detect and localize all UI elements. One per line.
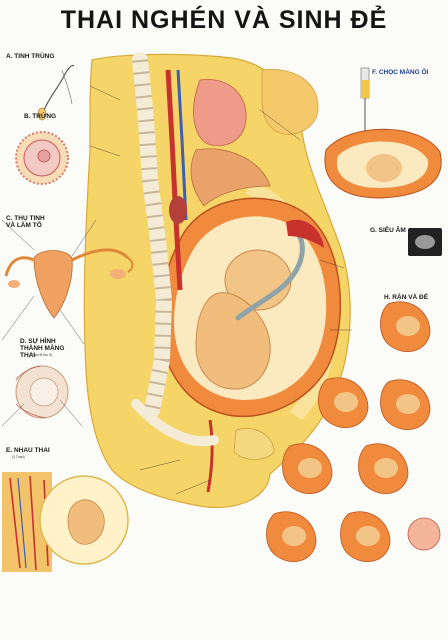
sperm-shape-2 — [61, 69, 73, 105]
section-subcaption-placenta: (3 Tuần) — [12, 455, 25, 459]
bladder-organ — [233, 428, 275, 460]
blue-vein — [17, 477, 27, 569]
birth-stages-illustration — [266, 301, 441, 562]
kidney-organ — [169, 196, 187, 224]
leader-lines — [1, 85, 352, 495]
fallopian-tube-left — [4, 256, 35, 277]
section-heading-amniocentesis: F. CHỌC MÀNG ỐI — [372, 69, 429, 76]
section-heading-membranes: D. SỰ HÌNH THÀNH MÀNG THAI — [20, 338, 65, 359]
placenta-fetus-illustration — [2, 472, 129, 572]
sperm-head — [37, 107, 47, 121]
birth-stage-4-fetus — [298, 458, 322, 478]
newborn-illustration — [407, 517, 441, 551]
section-subcaption-membranes: (Tuần lễ thứ 3) — [30, 353, 53, 357]
section-heading-fertilisation: C. THỤ TINH VÀ LÀM TỔ — [6, 215, 45, 229]
section-heading-ultrasound: G. SIÊU ÂM — [370, 227, 406, 234]
uterus-tubes-illustration — [4, 248, 134, 319]
birth-stage-2-fetus — [334, 392, 358, 412]
ultrasound-screen-illustration — [408, 228, 442, 256]
birth-stage-6-fetus — [282, 526, 306, 546]
stomach-organ — [193, 79, 247, 146]
placenta — [286, 219, 324, 248]
egg-nucleus — [37, 149, 51, 163]
membrane-inner — [29, 377, 59, 407]
section-heading-egg: B. TRỨNG — [24, 113, 57, 120]
ultrasound-image — [415, 235, 435, 249]
embryo-membrane-illustration — [15, 365, 69, 419]
sperm-tail — [43, 65, 75, 111]
birth-stage-7-fetus — [356, 526, 380, 546]
birth-stage-5-fetus — [374, 458, 398, 478]
fallopian-tube-right — [71, 248, 130, 262]
vena-cava-vessel — [176, 69, 188, 221]
amniocentesis-illustration — [324, 67, 442, 199]
ovary-fimbria — [127, 257, 134, 273]
amnio-fetus — [366, 154, 402, 182]
membrane-villi — [15, 365, 47, 419]
section-heading-birth: H. RẶN VÀ ĐẺ — [384, 294, 429, 301]
spine-segments — [132, 59, 173, 412]
aorta-vessel — [165, 69, 183, 291]
ovary-right — [110, 269, 126, 279]
birth-stage-3-fetus — [396, 394, 420, 414]
section-heading-sperm: A. TINH TRÙNG — [6, 53, 55, 60]
pelvis-bone — [131, 399, 219, 447]
birth-stage-1-fetus — [396, 316, 420, 336]
section-heading-placenta: E. NHAU THAI — [6, 447, 50, 454]
sperm-illustration — [37, 65, 75, 121]
fetus-body — [195, 292, 271, 390]
egg-illustration — [15, 131, 69, 185]
breast-illustration — [261, 69, 319, 135]
intestine-organ — [190, 148, 271, 207]
birth-canal — [206, 419, 214, 493]
embryo-shape — [67, 499, 105, 545]
poster-title: THAI NGHÉN VÀ SINH ĐẺ — [60, 6, 388, 34]
pregnant-body-illustration — [83, 52, 351, 509]
syringe-liquid — [361, 80, 369, 98]
uterus-body — [33, 250, 73, 319]
ovary-left — [8, 280, 20, 288]
